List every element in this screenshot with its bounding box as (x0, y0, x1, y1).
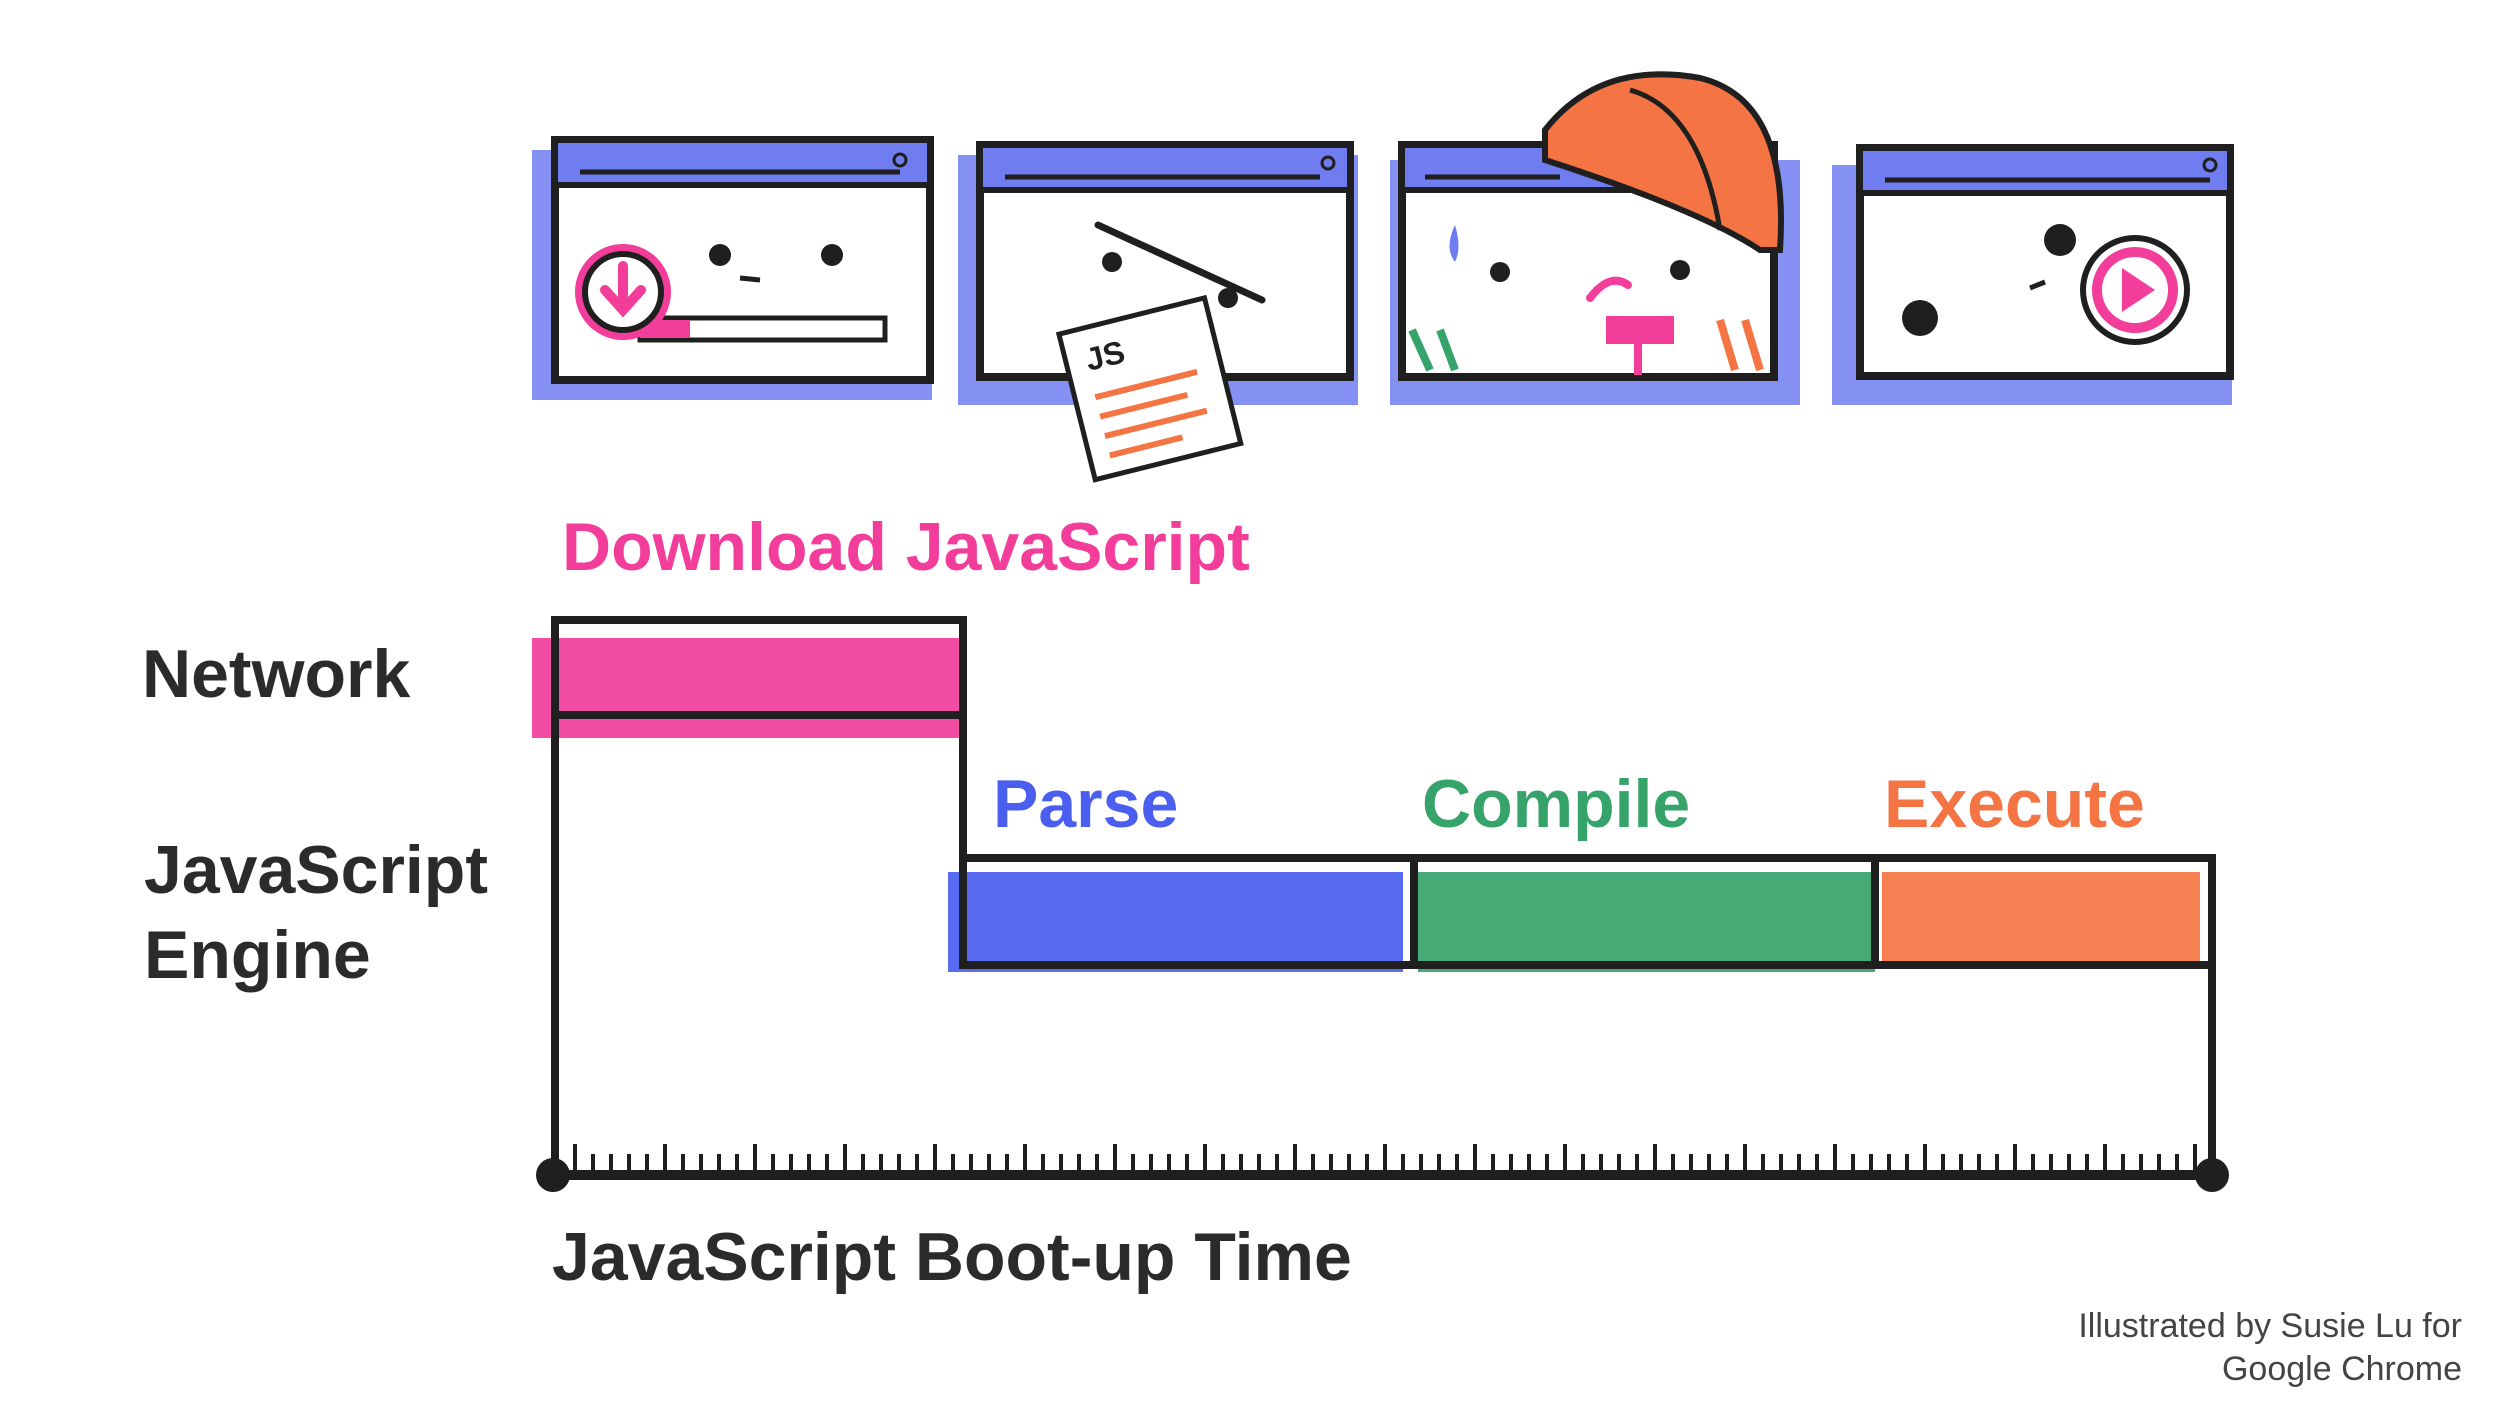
execute-label: Execute (1884, 766, 2145, 842)
engine-row-label-line2: Engine (144, 917, 371, 993)
axis-end-dot (2195, 1158, 2229, 1192)
network-row-label: Network (142, 636, 411, 712)
engine-row-label: JavaScript Engine (144, 828, 488, 998)
compile-label: Compile (1422, 766, 1691, 842)
panel-compile (1390, 71, 1800, 405)
execute-bar (1882, 872, 2200, 962)
axis-start-dot (536, 1158, 570, 1192)
download-bar (532, 616, 967, 738)
hammer-icon (1606, 316, 1674, 375)
compile-bar (1418, 872, 1875, 972)
eye-icon (709, 244, 731, 266)
hard-hat-icon (1542, 71, 1784, 253)
panel-download (532, 136, 934, 400)
js-file-icon: JS (1055, 294, 1244, 483)
engine-outline (959, 715, 2216, 969)
download-label: Download JavaScript (562, 509, 1250, 585)
credit-line-2: Google Chrome (2221, 1349, 2462, 1388)
panel-execute (1832, 144, 2234, 405)
panel-parse: JS (958, 141, 1358, 483)
engine-row-label-line1: JavaScript (144, 832, 488, 908)
illustration-credit: Illustrated by Susie Lu for Google Chrom… (2078, 1305, 2462, 1390)
credit-line-1: Illustrated by Susie Lu for (2078, 1307, 2462, 1345)
time-axis (551, 715, 2216, 1180)
parse-label: Parse (993, 766, 1179, 842)
axis-title: JavaScript Boot-up Time (552, 1219, 1352, 1295)
parse-bar (948, 872, 1403, 972)
